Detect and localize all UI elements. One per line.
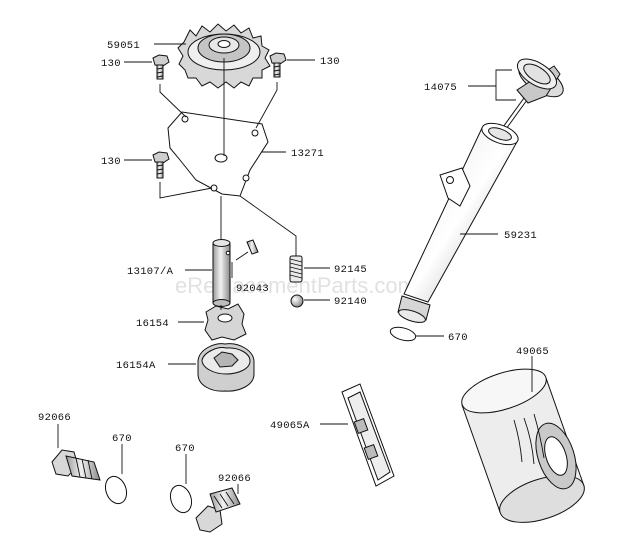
oring-part-tube	[389, 326, 417, 342]
leader-lines	[57, 43, 533, 494]
part-labels: 59051 130 130 13271 130 13107/A 92043 92…	[38, 40, 549, 485]
label-oring-left: 670	[112, 433, 132, 445]
label-screen: 49065A	[270, 420, 310, 432]
label-ball: 92140	[334, 296, 367, 308]
label-bolt-top-left: 130	[101, 58, 121, 70]
label-oring-right: 670	[175, 443, 195, 455]
dipstick-part	[497, 58, 564, 137]
label-dipstick: 14075	[424, 82, 457, 94]
filler-tube-part	[397, 122, 519, 323]
bolt-part-top-left	[152, 54, 170, 80]
gear-part	[177, 23, 271, 89]
label-cover-plate: 13271	[291, 148, 324, 160]
label-bolt-top-right: 130	[320, 56, 340, 68]
label-pin: 92043	[236, 283, 269, 295]
screen-part	[341, 383, 395, 487]
shaft-part	[212, 239, 231, 307]
plug-part-left	[51, 449, 101, 481]
label-outer-rotor: 16154A	[116, 360, 156, 372]
spring-part	[289, 255, 303, 283]
label-oring-tube: 670	[448, 332, 468, 344]
outer-rotor-part	[197, 343, 255, 392]
label-spring: 92145	[334, 264, 367, 276]
plug-part-right	[195, 487, 241, 533]
oring-part-right	[169, 484, 193, 514]
label-plug-right: 92066	[218, 473, 251, 485]
bolt-part-top-right	[269, 52, 287, 78]
pin-part	[246, 239, 259, 255]
inner-rotor-part	[204, 303, 247, 341]
label-shaft: 13107/A	[127, 266, 174, 278]
label-gear: 59051	[107, 40, 140, 52]
label-inner-rotor: 16154	[136, 318, 169, 330]
bolt-part-mid-left	[152, 151, 170, 179]
ball-part	[290, 294, 304, 308]
label-filler-tube: 59231	[504, 230, 537, 242]
label-plug-left: 92066	[38, 412, 71, 424]
label-bolt-mid-left: 130	[101, 156, 121, 168]
label-oil-filter: 49065	[516, 346, 549, 358]
oil-filter-part	[461, 368, 585, 523]
oring-part-left	[104, 475, 128, 505]
cover-plate-part	[167, 111, 269, 197]
